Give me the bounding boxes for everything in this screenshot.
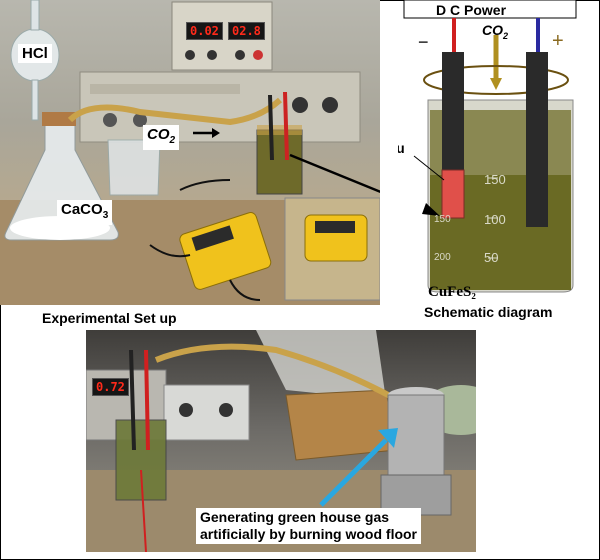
greenhouse-gas-photo: 0.72 Generating green house gas artifici… <box>86 330 476 552</box>
power-box <box>403 0 577 19</box>
blue-arrow-head <box>378 428 398 448</box>
beaker-mark-50: 50 <box>484 250 499 265</box>
link-arrow <box>289 153 380 194</box>
beaker-lid <box>423 65 569 95</box>
gas-tube <box>67 97 283 126</box>
beaker-left-mark-150: 150 <box>434 214 451 225</box>
setup-illustration <box>0 0 380 305</box>
power-display-left: 0.02 <box>186 22 223 40</box>
flask-stopper <box>42 112 76 126</box>
greenhouse-callout: Generating green house gas artificially … <box>196 508 422 544</box>
stirrer-unit <box>163 384 250 441</box>
co2-label: CO2 <box>143 125 180 150</box>
cu-electrode-tip <box>441 169 465 219</box>
experimental-setup-caption: Experimental Set up <box>42 310 177 326</box>
cu-label: Cu <box>398 140 405 156</box>
reaction-beaker <box>256 129 303 195</box>
bottom-gas-tube <box>154 343 408 408</box>
co2-arrow <box>212 128 220 138</box>
schematic-co2-label: CO2 <box>482 22 509 41</box>
schematic-caption: Schematic diagram <box>424 304 553 320</box>
callout-line-2: artificially by burning wood floor <box>200 526 418 542</box>
bottom-display: 0.72 <box>92 378 129 396</box>
minus-sign: − <box>418 32 429 52</box>
cufes2-label: CuFeS₂ <box>428 284 476 300</box>
experimental-setup-photo: 0.02 02.8 HCl CaCO3 CO2 <box>0 0 380 305</box>
bottom-reaction-beaker <box>115 419 167 501</box>
dc-power-label: D C Power <box>436 2 507 18</box>
co2-inlet-arrow <box>490 78 502 90</box>
beaker-left-mark-200: 200 <box>434 252 451 263</box>
beaker-mark-100: 100 <box>484 212 506 227</box>
blue-arrow-shaft <box>319 438 388 507</box>
caco3-label: CaCO3 <box>57 200 113 225</box>
link-arrowhead <box>422 203 440 216</box>
multimeter <box>179 212 272 290</box>
counter-electrode <box>526 52 548 227</box>
schematic-diagram: D C Power CO2 − + Cu 150 100 50 150 200 <box>398 0 600 300</box>
power-display-right: 02.8 <box>228 22 265 40</box>
beaker-mark-150: 150 <box>484 172 506 187</box>
burning-can <box>387 394 445 476</box>
schematic-illustration <box>403 0 577 293</box>
plus-sign: + <box>552 30 564 52</box>
hcl-label: HCl <box>18 44 52 63</box>
callout-line-1: Generating green house gas <box>200 509 390 525</box>
cu-electrode-rod <box>442 52 464 170</box>
